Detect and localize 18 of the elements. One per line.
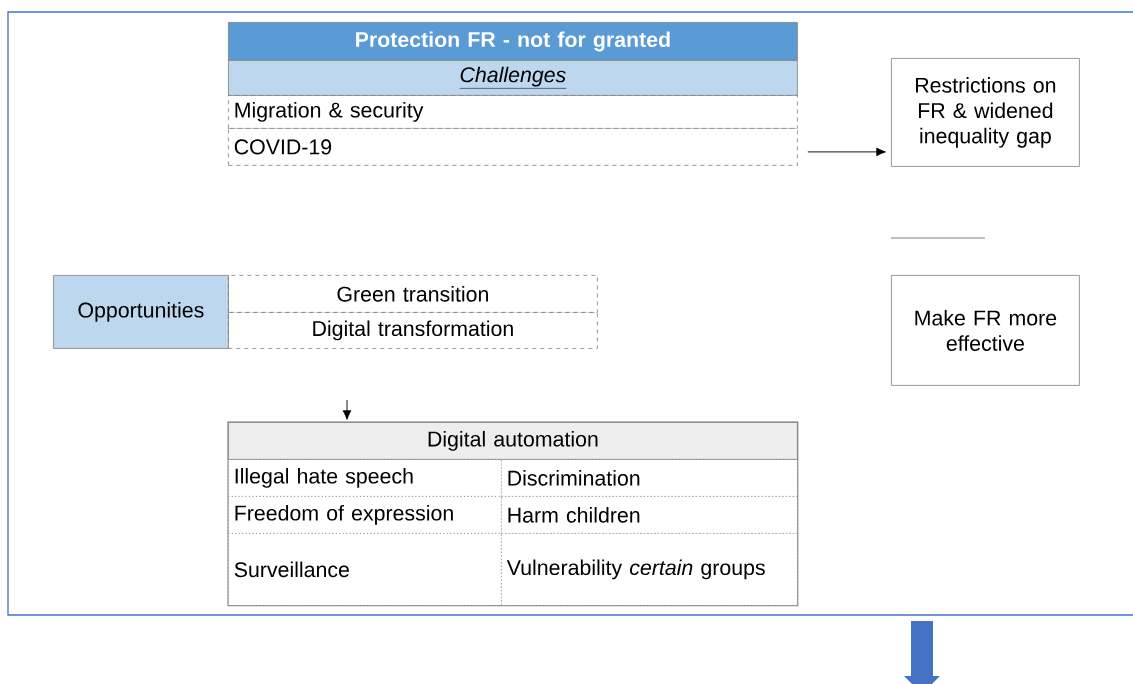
- text-box: Restrictions on FR & widened inequality gap: [891, 58, 1080, 167]
- table-header: Digital automation: [228, 422, 798, 460]
- table-cell: Surveillance: [228, 533, 502, 606]
- arrow: [807, 147, 886, 157]
- table-cell: Freedom of expression: [228, 496, 502, 534]
- table-header: Protection FR - not for granted: [228, 22, 798, 61]
- table-row: Digital transformation: [228, 312, 598, 349]
- table-row: Green transition: [228, 275, 598, 313]
- table-cell: Vulnerability certain groups: [501, 533, 798, 606]
- table-row: Migration & security: [228, 95, 798, 129]
- label-box: Opportunities: [53, 275, 229, 349]
- arrow: [342, 399, 352, 420]
- table-subheader: Challenges: [228, 60, 798, 96]
- table-cell: Harm children: [501, 496, 798, 534]
- table-row: COVID-19: [228, 128, 798, 166]
- table-cell: Illegal hate speech: [228, 459, 502, 497]
- text-box: Make FR more effective: [891, 275, 1080, 386]
- table-cell: Discrimination: [501, 459, 798, 497]
